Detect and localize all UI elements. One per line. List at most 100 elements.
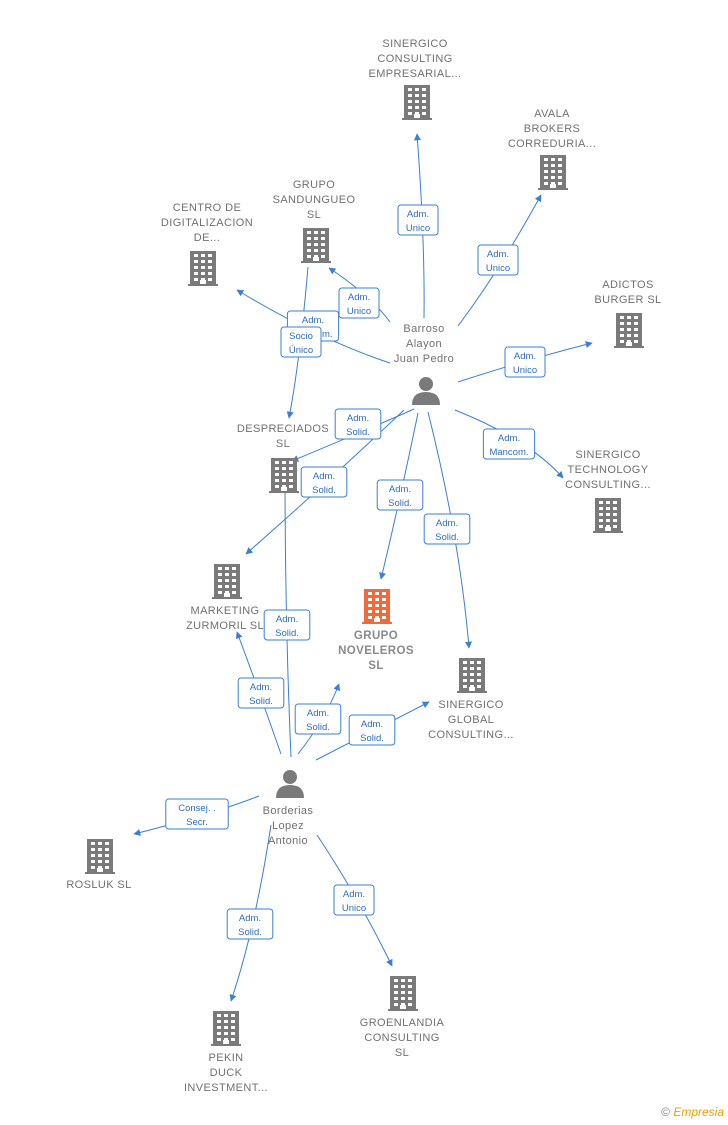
copyright-symbol: ©: [661, 1105, 670, 1119]
node-label: SL: [368, 660, 384, 672]
edge-label-box: [294, 703, 342, 735]
node-label: DIGITALIZACION: [161, 217, 253, 229]
node-grupo-noveleros[interactable]: GRUPO NOVELEROS SL: [338, 589, 414, 672]
edge-label-text: Adm.: [302, 315, 324, 326]
edge-label-text: Adm.: [389, 484, 411, 495]
node-pekin-duck[interactable]: PEKIN DUCK INVESTMENT...: [184, 1011, 268, 1094]
edge-label-text: Adm.: [250, 682, 272, 693]
edge-label-text: Adm.: [487, 249, 509, 260]
edge-label-text: Adm.: [436, 518, 458, 529]
edge-label-text: Unico: [486, 263, 510, 274]
node-centro-digitalizacion[interactable]: CENTRO DE DIGITALIZACION DE...: [161, 202, 253, 286]
node-label: CORREDURIA...: [508, 138, 596, 150]
edge-label-box: [280, 326, 322, 358]
edge-label-text: Único: [289, 345, 313, 356]
edge-label-text: Solid.: [435, 532, 459, 543]
edge-label[interactable]: Adm.Unico: [504, 346, 546, 378]
edge-label-text: Solid.: [249, 696, 273, 707]
edge-label-box: [348, 714, 396, 746]
edge-label[interactable]: Adm.Solid.: [348, 714, 396, 746]
edge-label[interactable]: Adm. Solid.: [423, 513, 471, 545]
node-label: BURGER SL: [594, 294, 661, 306]
edge-label[interactable]: Consej. .Secr.: [165, 798, 229, 830]
node-sinergico-empresarial[interactable]: SINERGICOCONSULTINGEMPRESARIAL...: [368, 38, 461, 120]
edge-label[interactable]: Adm.Unico: [333, 884, 375, 916]
edge-label-box: [477, 244, 519, 276]
edge-label[interactable]: Adm. Solid.: [237, 677, 285, 709]
edge-label[interactable]: Adm. Unico: [477, 244, 519, 276]
node-rosluk[interactable]: ROSLUK SL: [66, 839, 131, 891]
edge-label[interactable]: Adm. Solid.: [263, 609, 311, 641]
node-label: SINERGICO: [575, 449, 640, 461]
edge-label[interactable]: Adm.Solid.: [294, 703, 342, 735]
edge-label-text: Solid.: [388, 498, 412, 509]
edge-label-box: [165, 798, 229, 830]
edge-label-box: [263, 609, 311, 641]
node-marketing-zurmoril[interactable]: MARKETING ZURMORIL SL: [186, 564, 264, 632]
node-label: DUCK: [210, 1067, 243, 1079]
edge-label-text: Adm.: [407, 209, 429, 220]
node-label: PEKIN: [208, 1052, 243, 1064]
edge-label-text: Adm.: [498, 433, 520, 444]
edge-label[interactable]: Adm. Solid.: [376, 479, 424, 511]
edge-label[interactable]: Adm.Solid.: [300, 466, 348, 498]
node-label: MARKETING: [191, 605, 260, 617]
building-icon: [212, 564, 242, 599]
edge-label-box: [334, 408, 382, 440]
building-icon: [85, 839, 115, 874]
edge-label-text: Solid.: [346, 427, 370, 438]
node-label: SINERGICO: [438, 699, 503, 711]
node-sinergico-global[interactable]: SINERGICOGLOBALCONSULTING...: [428, 658, 514, 741]
node-sinergico-technology[interactable]: SINERGICOTECHNOLOGYCONSULTING...: [565, 449, 651, 533]
node-label: GRUPO: [354, 630, 398, 642]
node-label: Alayon: [406, 338, 442, 350]
edge-label[interactable]: Adm. Solid.: [334, 408, 382, 440]
node-label: INVESTMENT...: [184, 1082, 268, 1094]
edge-label-text: Solid.: [275, 628, 299, 639]
node-label: Juan Pedro: [394, 353, 454, 365]
node-avala-brokers[interactable]: AVALABROKERSCORREDURIA...: [508, 108, 596, 190]
node-label: AVALA: [534, 108, 570, 120]
edge-label-text: Mancom.: [489, 447, 528, 458]
edge-label-box: [482, 428, 536, 460]
building-icon: [614, 313, 644, 348]
node-label: Borderias: [263, 805, 314, 817]
node-label: CONSULTING...: [428, 729, 514, 741]
edge-label-text: Solid.: [238, 927, 262, 938]
edge-label-box: [397, 204, 439, 236]
edge-label[interactable]: Adm.Unico: [397, 204, 439, 236]
node-label: SL: [276, 438, 290, 450]
node-label: DE...: [194, 232, 220, 244]
building-icon: [211, 1011, 241, 1046]
edge-label-text: Solid.: [312, 485, 336, 496]
edge-label-box: [333, 884, 375, 916]
building-icon: [188, 251, 218, 286]
edge-label[interactable]: Adm. Mancom.: [482, 428, 536, 460]
edge-label-box: [300, 466, 348, 498]
edge-label-text: Unico: [513, 365, 537, 376]
edge-label-text: Adm.: [276, 614, 298, 625]
brand-name: Empresia: [673, 1105, 724, 1119]
node-label: ADICTOS: [602, 279, 654, 291]
edge-label[interactable]: Adm.Unico: [338, 287, 380, 319]
edge-label-box: [504, 346, 546, 378]
node-label: NOVELEROS: [338, 645, 414, 657]
node-adictos-burger[interactable]: ADICTOS BURGER SL: [594, 279, 661, 348]
edge-label-box: [423, 513, 471, 545]
edge-label-text: Adm.: [347, 413, 369, 424]
person-icon: [412, 377, 440, 405]
edge-label[interactable]: Adm.Solid.: [226, 908, 274, 940]
node-label: SL: [307, 209, 321, 221]
node-label: SINERGICO: [382, 38, 447, 50]
node-label: ZURMORIL SL: [186, 620, 264, 632]
node-label: CENTRO DE: [173, 202, 241, 214]
edge-label-box: [237, 677, 285, 709]
